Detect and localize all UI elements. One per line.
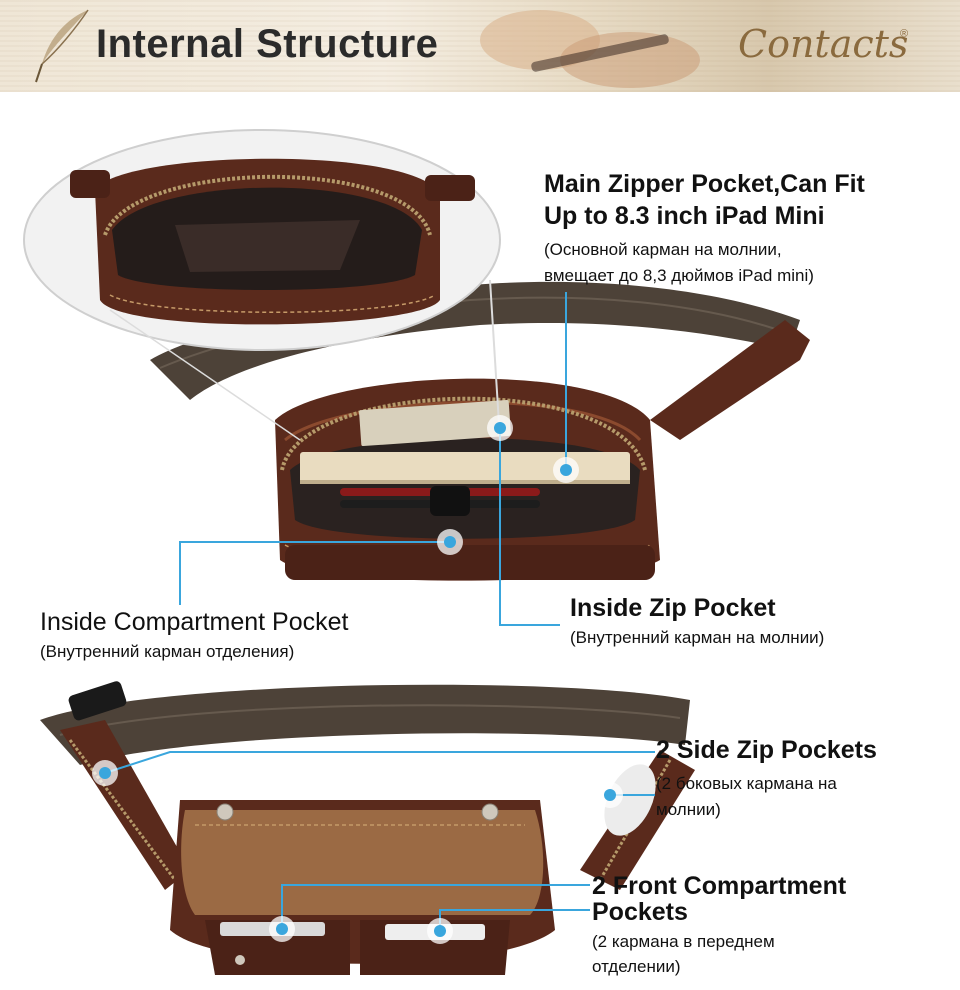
notebook-inside <box>300 452 630 484</box>
leader-inside-compartment <box>179 541 450 605</box>
brand-logo: Contacts <box>738 22 909 66</box>
craftsman-hands-image <box>480 10 700 88</box>
side-zip-sub-line1: (2 боковых кармана на <box>656 774 837 793</box>
page-title: Internal Structure <box>96 22 439 66</box>
front-compartment-sub-line2: отделении) <box>592 957 681 976</box>
main-zipper-title-line1: Main Zipper Pocket,Can Fit <box>544 170 865 198</box>
main-zipper-sub-line2: вмещает до 8,3 дюймов iPad mini) <box>544 266 814 285</box>
cash-inside <box>359 399 511 447</box>
leader-front-compartment <box>281 884 590 929</box>
main-zipper-title-line2: Up to 8.3 inch iPad Mini <box>544 202 825 230</box>
left-side-pocket <box>60 720 190 890</box>
bottom-bag-strap <box>40 684 690 765</box>
front-compartment-title-line1: 2 Front Compartment <box>592 872 847 900</box>
leader-side-zip <box>104 751 655 774</box>
snap-button-right <box>481 803 499 821</box>
leader-inside-zip <box>499 428 560 626</box>
front-compartment-sub-line1: (2 кармана в переднем <box>592 932 775 951</box>
header-banner: Internal Structure Contacts ® <box>0 0 960 92</box>
inside-zip-title: Inside Zip Pocket <box>570 594 776 622</box>
top-bag-zipper <box>280 396 647 471</box>
inside-compartment-title: Inside Compartment Pocket <box>40 608 349 636</box>
snap-button-left <box>216 803 234 821</box>
banner-texture <box>0 0 960 92</box>
side-zip-title: 2 Side Zip Pockets <box>656 736 877 764</box>
feather-quill-icon <box>35 9 89 83</box>
registered-mark: ® <box>900 28 909 40</box>
side-zip-sub-line2: молнии) <box>656 800 721 819</box>
inside-zip-sub: (Внутренний карман на молнии) <box>570 628 825 647</box>
strap-buckle <box>68 681 127 721</box>
inside-compartment-sub: (Внутренний карман отделения) <box>40 642 295 661</box>
front-compartment-title-line2: Pockets <box>592 898 688 926</box>
top-bag-strap-right <box>650 320 810 440</box>
bottom-bag-flap <box>181 810 544 915</box>
main-zipper-sub-line1: (Основной карман на молнии, <box>544 240 782 259</box>
